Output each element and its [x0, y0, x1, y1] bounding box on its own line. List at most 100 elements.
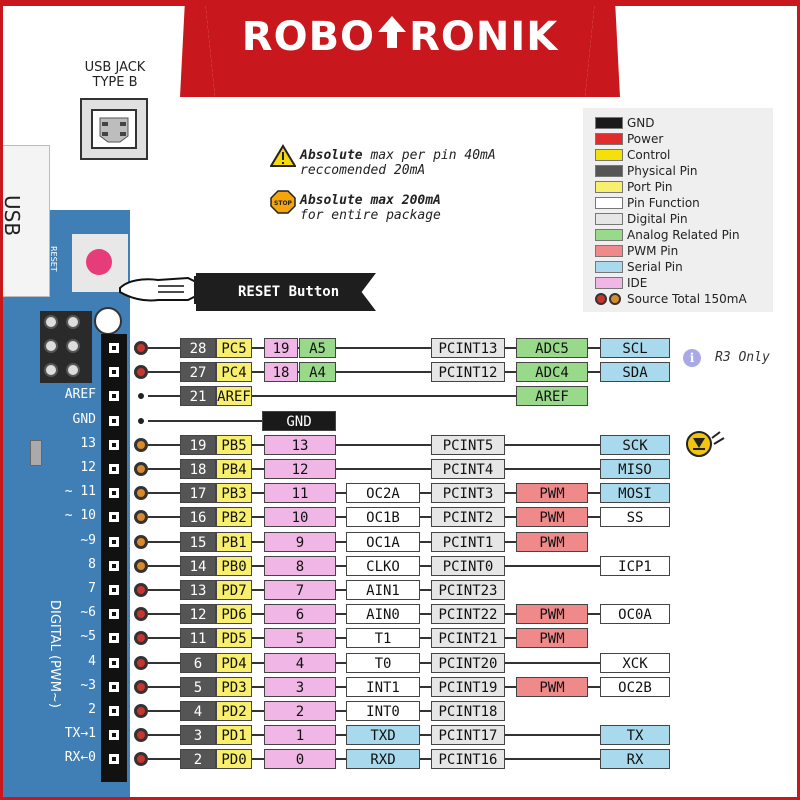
source-dot [134, 728, 148, 743]
physical-pin: 6 [180, 652, 216, 673]
header-pin[interactable] [107, 655, 121, 670]
usb-jack-label-line1: USB JACK [84, 60, 146, 75]
physical-pin: 4 [180, 701, 216, 721]
pin-function: INT1 [346, 676, 420, 697]
header-pin[interactable] [107, 583, 121, 597]
ide-pin: 8 [264, 555, 336, 576]
ide-pin: 1 [264, 725, 336, 746]
pointing-hand-icon [119, 276, 208, 304]
legend-swatch [595, 213, 623, 225]
header-pin[interactable] [107, 534, 121, 549]
physical-pin: 12 [180, 604, 216, 625]
usb-port [0, 145, 50, 297]
pcint-pin: PCINT4 [431, 459, 505, 479]
serial-pin: MISO [600, 459, 670, 479]
source-dot [138, 393, 144, 400]
led-icon [686, 431, 725, 457]
physical-pin: 16 [180, 507, 216, 528]
legend-label: Source Total 150mA [627, 292, 747, 306]
header-pin[interactable] [107, 486, 121, 501]
brand-right: RONIK [409, 14, 559, 60]
header-pin[interactable] [107, 558, 121, 573]
header-pin[interactable] [107, 631, 121, 646]
port-pin: PB0 [216, 555, 252, 576]
ide-pin: 6 [264, 604, 336, 625]
header-pin[interactable] [107, 728, 121, 743]
source-dot [134, 486, 148, 501]
pcint-pin: PCINT20 [431, 652, 505, 673]
legend-label: Pin Function [627, 196, 700, 210]
physical-pin: 13 [180, 580, 216, 600]
legend-swatch [595, 229, 623, 241]
header-pin[interactable] [107, 365, 121, 380]
pin-function: TXD [346, 725, 420, 746]
header-pin[interactable] [107, 437, 121, 452]
usb-text: USB [0, 195, 24, 237]
pin-function: OC2A [346, 483, 420, 504]
source-dot [134, 655, 148, 670]
pcint-pin: PCINT16 [431, 749, 505, 770]
pcint-pin: PCINT18 [431, 701, 505, 721]
side-component [30, 440, 42, 466]
header-pin[interactable] [107, 704, 121, 718]
header-pin[interactable] [107, 607, 121, 622]
legend-swatch [595, 149, 623, 161]
port-pin: PC4 [216, 362, 252, 383]
board-pin-label: 4 [88, 653, 96, 669]
legend-label: IDE [627, 276, 648, 290]
port-pin: PB1 [216, 531, 252, 552]
warning-icon [270, 144, 296, 167]
header-pin[interactable] [107, 752, 121, 767]
warning2-line2: for entire package [300, 208, 441, 223]
physical-pin: 28 [180, 338, 216, 358]
reset-button[interactable] [86, 249, 112, 275]
port-pin: PD1 [216, 725, 252, 746]
reset-label: RESET [49, 246, 58, 272]
analog-function: AREF [516, 386, 588, 407]
serial-pin: XCK [600, 652, 670, 673]
header-pin[interactable] [107, 462, 121, 476]
header-pin[interactable] [107, 341, 121, 355]
legend-label: PWM Pin [627, 244, 679, 258]
pcint-pin: PCINT3 [431, 483, 505, 504]
reset-callout: RESET Button [196, 273, 376, 311]
port-pin: PB5 [216, 434, 252, 455]
digital-label: DIGITAL (PWM~) [47, 600, 62, 708]
physical-pin: 14 [180, 555, 216, 576]
source-dot [134, 510, 148, 525]
analog-function: ADC5 [516, 338, 588, 358]
port-pin: PB3 [216, 483, 252, 504]
legend-swatch [595, 293, 623, 305]
ide-pin: 4 [264, 652, 336, 673]
board-pin-label: AREF [64, 387, 96, 403]
source-dot [134, 534, 148, 549]
header-pin[interactable] [107, 389, 121, 404]
legend-swatch [595, 261, 623, 273]
analog-pin: A4 [299, 362, 336, 383]
legend-label: Port Pin [627, 180, 673, 194]
usb-type-b-icon [80, 98, 148, 160]
usb-jack-label-line2: TYPE B [92, 75, 138, 90]
ide-pin: 11 [264, 483, 336, 504]
gnd-label: GND [262, 410, 336, 431]
header-pin[interactable] [107, 679, 121, 694]
header-pin[interactable] [107, 413, 121, 428]
legend-swatch [595, 165, 623, 177]
analog-pin: A5 [299, 338, 336, 358]
pcint-pin: PCINT0 [431, 555, 505, 576]
physical-pin: 17 [180, 483, 216, 504]
header-pin[interactable] [107, 510, 121, 525]
source-dot [134, 704, 148, 718]
warning-package: Absolute max 200mA for entire package [300, 193, 441, 223]
board-pin-label: TX→1 [64, 726, 96, 742]
source-dot [134, 583, 148, 597]
serial-pin: ICP1 [600, 555, 670, 576]
arrow-up-icon [375, 14, 409, 60]
brand-left: ROBO [241, 14, 376, 60]
board-pin-label: ~ 10 [64, 508, 96, 524]
legend-swatch [595, 277, 623, 289]
pin-function: AIN1 [346, 580, 420, 600]
ide-pin: 18 [264, 362, 298, 383]
ide-pin: 13 [264, 434, 336, 455]
